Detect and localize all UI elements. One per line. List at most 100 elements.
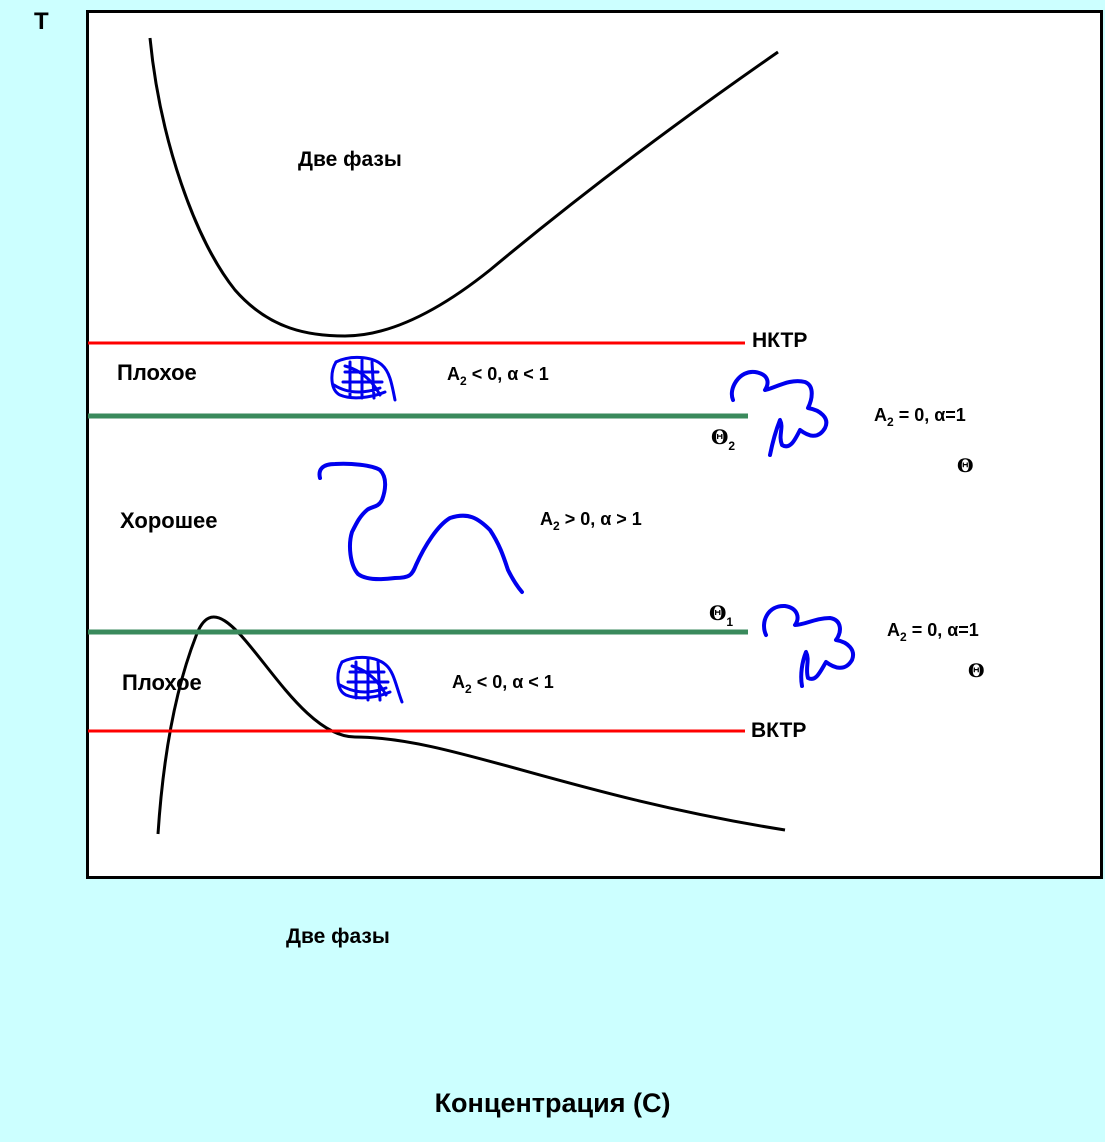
lower-dome-binodal [158, 593, 785, 834]
lower-binodal-visible-black-true [158, 606, 785, 834]
lower-curve [158, 578, 355, 834]
lower-two-phase-label: Две фазы [286, 925, 390, 948]
lower-binodal-curve [158, 500, 300, 834]
expanded-chain-icon [317, 461, 524, 594]
vktr-label: ВКТР [751, 719, 807, 742]
lower-binodal-main-visible [158, 612, 210, 834]
poor-solvent-upper-label: Плохое [117, 360, 197, 385]
lower-dome-stroked [156, 615, 786, 835]
y-axis-label: T [34, 8, 49, 35]
upper-binodal-curve [148, 37, 779, 338]
vktr-lower-binodal [158, 588, 785, 834]
nktr-label: НКТР [752, 329, 808, 352]
lower-dome-outline [158, 607, 785, 834]
lower-binodal-curve-black-final [158, 582, 785, 834]
phase-diagram [86, 10, 1103, 879]
theta-lower-condition: A2 = 0, α=1 [887, 620, 979, 644]
lower-binodal-final [158, 590, 222, 834]
lower-binodal-stroke-black-final [158, 589, 785, 834]
poor-upper-condition: A2 < 0, α < 1 [447, 364, 549, 388]
lower-binodal-visible-rendered [158, 591, 290, 834]
lower-binodal-drawn-curve [158, 613, 785, 834]
theta-coil-icon [729, 369, 829, 457]
lower-binodal-real-curve [158, 612, 202, 834]
lower-binodal-curve-actual [158, 581, 355, 834]
theta-upper-symbol: Θ [957, 455, 974, 477]
vktr-binodal-curve [158, 608, 355, 834]
lower-binodal-visible-dome [158, 589, 355, 834]
lower-binodal-black-visible [158, 612, 208, 834]
theta-coil-icon [762, 604, 855, 688]
lower-binodal-path [158, 585, 232, 834]
poor-lower-condition: A2 < 0, α < 1 [452, 672, 554, 696]
lower-dome-curve [158, 588, 226, 834]
lower-two-phase-boundary-visible [158, 640, 785, 834]
theta2-label: Θ2 [711, 425, 736, 453]
upper-two-phase-label: Две фазы [298, 148, 402, 171]
lower-binodal-visible-path [158, 621, 785, 834]
lower-binodal-stroke-visible [158, 613, 355, 834]
lower-binodal-curve-output [158, 608, 214, 834]
lower-binodal-dome-visible [158, 590, 225, 834]
lower-binodal-visible [158, 586, 355, 834]
lower-binodal [158, 618, 205, 834]
lower-binodal-black-line [158, 592, 228, 834]
lower-binodal-final-true [158, 592, 785, 834]
lower-binodal-black-stroke [158, 589, 785, 834]
theta1-label: Θ1 [709, 601, 734, 629]
x-axis-label: Концентрация (С) [434, 1088, 671, 1118]
lower-binodal-trace [158, 615, 206, 834]
theta-upper-condition: A2 = 0, α=1 [874, 405, 966, 429]
lower-binodal-curve [158, 583, 520, 834]
lower-binodal-black-final [158, 590, 355, 834]
lower-two-phase-curve [158, 617, 300, 834]
lower-two-phase-binodal-visible [158, 620, 785, 834]
lower-binodal-stroke-final [158, 635, 200, 834]
lower-binodal-visible-trace [158, 622, 203, 834]
good-solvent-label: Хорошее [120, 508, 218, 533]
lower-binodal-visible-true [158, 600, 785, 834]
lower-binodal-rendered [158, 622, 785, 834]
lower-binodal-drawn [158, 583, 355, 834]
binodal-curve-lower [158, 606, 215, 834]
lower-binodal-final-curve [158, 612, 785, 834]
lower-binodal-black-drawn [158, 622, 785, 834]
lower-binodal-visible-line [158, 584, 355, 834]
poor-solvent-lower-label: Плохое [122, 670, 202, 695]
lower-phase-curve [158, 588, 228, 834]
lower-two-phase-binodal-curve [158, 612, 300, 834]
lower-binodal-curve-rendered [158, 619, 785, 834]
collapsed-coil-icon [330, 356, 397, 402]
two-phase-lower-curve [158, 590, 225, 834]
lower-binodal-curve-drawn [158, 622, 300, 834]
collapsed-coil-icon [336, 656, 404, 704]
lower-binodal-curve-line [158, 575, 355, 834]
lower-binodal-curve-stroke-visible [158, 611, 355, 834]
lower-binodal-drawn-black [158, 590, 315, 834]
lower-binodal-outline-final [158, 624, 206, 834]
lower-binodal-clean [158, 600, 785, 834]
lower-binodal-curve-visible-final [158, 564, 300, 834]
lower-binodal-curve-def [158, 593, 785, 834]
lower-binodal-displayed [158, 606, 212, 834]
lower-binodal-visible-stroke [158, 576, 785, 834]
lower-binodal-real [158, 590, 225, 834]
lower-binodal-true [158, 606, 212, 834]
lower-binodal-final-visible [158, 610, 210, 834]
lower-binodal-final-stroke [158, 641, 785, 834]
lower-binodal [158, 578, 785, 834]
lower-binodal-render [158, 590, 785, 834]
lower-binodal-curve-final [158, 612, 785, 834]
lower-binodal-main-curve [158, 608, 305, 834]
lower-binodal-stroke-real [158, 588, 228, 834]
binodal-lower [158, 582, 785, 834]
lower-binodal-drawn-actual [158, 593, 355, 834]
lower-binodal-visible-final [158, 621, 785, 834]
lower-two-phase-boundary [158, 490, 320, 834]
lower-binodal-curve-trace [158, 635, 198, 834]
lower-binodal-shown [158, 600, 355, 834]
good-condition: A2 > 0, α > 1 [540, 509, 642, 533]
vktr-binodal [158, 560, 220, 834]
lower-binodal-visible-final-curve [158, 589, 355, 834]
theta-lower-symbol: Θ [968, 660, 985, 682]
